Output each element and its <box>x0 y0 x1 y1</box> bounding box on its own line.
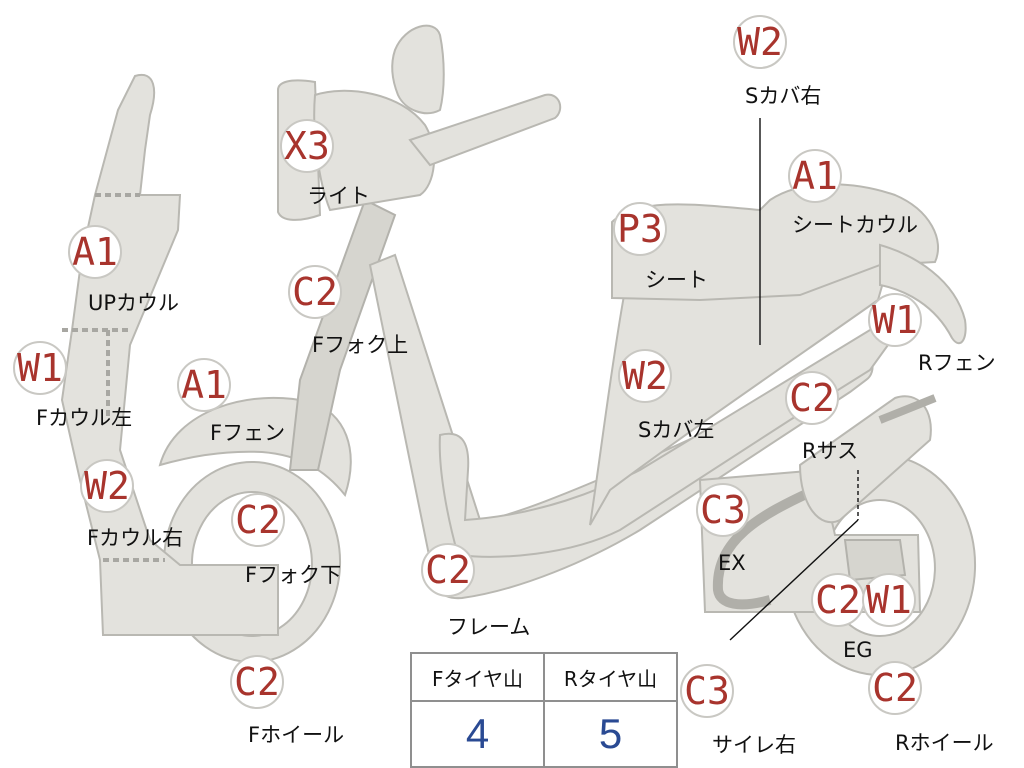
part-label: Rフェン <box>918 351 996 375</box>
rear-suspension <box>798 395 932 523</box>
badge-circle <box>80 459 134 513</box>
rear-tire-header: Rタイヤ山 <box>543 652 678 702</box>
badge-code: C2 <box>872 666 918 710</box>
badge-code: C3 <box>684 669 730 713</box>
badge-x3: X3 ライト <box>280 119 370 208</box>
badge-code: W2 <box>737 20 783 64</box>
badge-code: A1 <box>181 363 227 407</box>
badge-code: W1 <box>866 578 912 622</box>
badge-circle <box>288 265 342 319</box>
badge-circle <box>280 119 334 173</box>
part-label: Rサス <box>802 439 858 463</box>
badge-code: W1 <box>17 346 63 390</box>
badge-code: X3 <box>284 124 330 168</box>
part-label: EX <box>718 551 746 575</box>
badge-code: C2 <box>235 498 281 542</box>
badge-w1-eg: W1 <box>862 573 916 627</box>
badge-circle <box>862 573 916 627</box>
part-label: EG <box>843 638 873 662</box>
badge-code: W2 <box>84 464 130 508</box>
leader-lines <box>729 118 859 641</box>
badge-circle <box>785 371 839 425</box>
badge-c2-frame: C2 フレーム <box>421 543 530 639</box>
badge-a1-seatcowl: A1 シートカウル <box>788 149 918 237</box>
part-label: Rホイール <box>895 731 994 755</box>
badge-code: C2 <box>815 578 861 622</box>
part-label: フレーム <box>447 615 530 639</box>
part-label: Sカバ左 <box>638 418 714 442</box>
badge-p3: P3 シート <box>613 202 708 292</box>
badge-code: W2 <box>622 354 668 398</box>
front-fork <box>288 198 397 471</box>
part-label: Sカバ右 <box>745 84 821 108</box>
badge-circle <box>613 202 667 256</box>
badge-circle <box>421 543 475 597</box>
part-label: Fカウル右 <box>87 526 183 550</box>
badge-circle <box>231 493 285 547</box>
part-label: UPカウル <box>88 291 179 315</box>
badge-circle <box>733 15 787 69</box>
badge-circle <box>868 661 922 715</box>
badge-code: P3 <box>617 207 663 251</box>
badge-circle <box>230 655 284 709</box>
part-label: シート <box>645 268 708 292</box>
badge-circle <box>618 349 672 403</box>
badge-code: C2 <box>234 660 280 704</box>
part-label: Fフォク上 <box>312 333 408 357</box>
badge-code: A1 <box>792 154 838 198</box>
badge-c3-silencer: C3 サイレ右 <box>680 664 796 757</box>
seat-cowl-tail <box>879 243 967 345</box>
badge-code: A1 <box>72 230 118 274</box>
badge-circle <box>696 483 750 537</box>
rear-tire-value: 5 <box>543 700 678 768</box>
part-label: ライト <box>307 184 370 208</box>
tire-tread-table: Fタイヤ山 Rタイヤ山 4 5 <box>410 652 678 768</box>
badge-code: C3 <box>700 488 746 532</box>
badge-circle <box>788 149 842 203</box>
rear-hub <box>843 539 907 582</box>
front-tire-header: Fタイヤ山 <box>410 652 545 702</box>
badge-circle <box>68 225 122 279</box>
badge-code: W1 <box>872 298 918 342</box>
part-label: Fフェン <box>210 421 285 445</box>
part-label: Fカウル左 <box>36 406 132 430</box>
part-label: シートカウル <box>792 213 918 237</box>
handlebar <box>408 93 562 167</box>
badge-code: C2 <box>425 548 471 592</box>
windscreen <box>391 24 445 115</box>
badge-circle <box>177 358 231 412</box>
part-label: サイレ右 <box>712 733 796 757</box>
badge-code: C2 <box>789 376 835 420</box>
badge-circle <box>13 341 67 395</box>
badge-circle <box>868 293 922 347</box>
part-label: Fフォク下 <box>245 563 341 587</box>
badge-circle <box>680 664 734 718</box>
exhaust-pipe <box>712 485 818 610</box>
badge-code: C2 <box>292 270 338 314</box>
part-label: Fホイール <box>248 723 344 747</box>
front-tire-value: 4 <box>410 700 545 768</box>
